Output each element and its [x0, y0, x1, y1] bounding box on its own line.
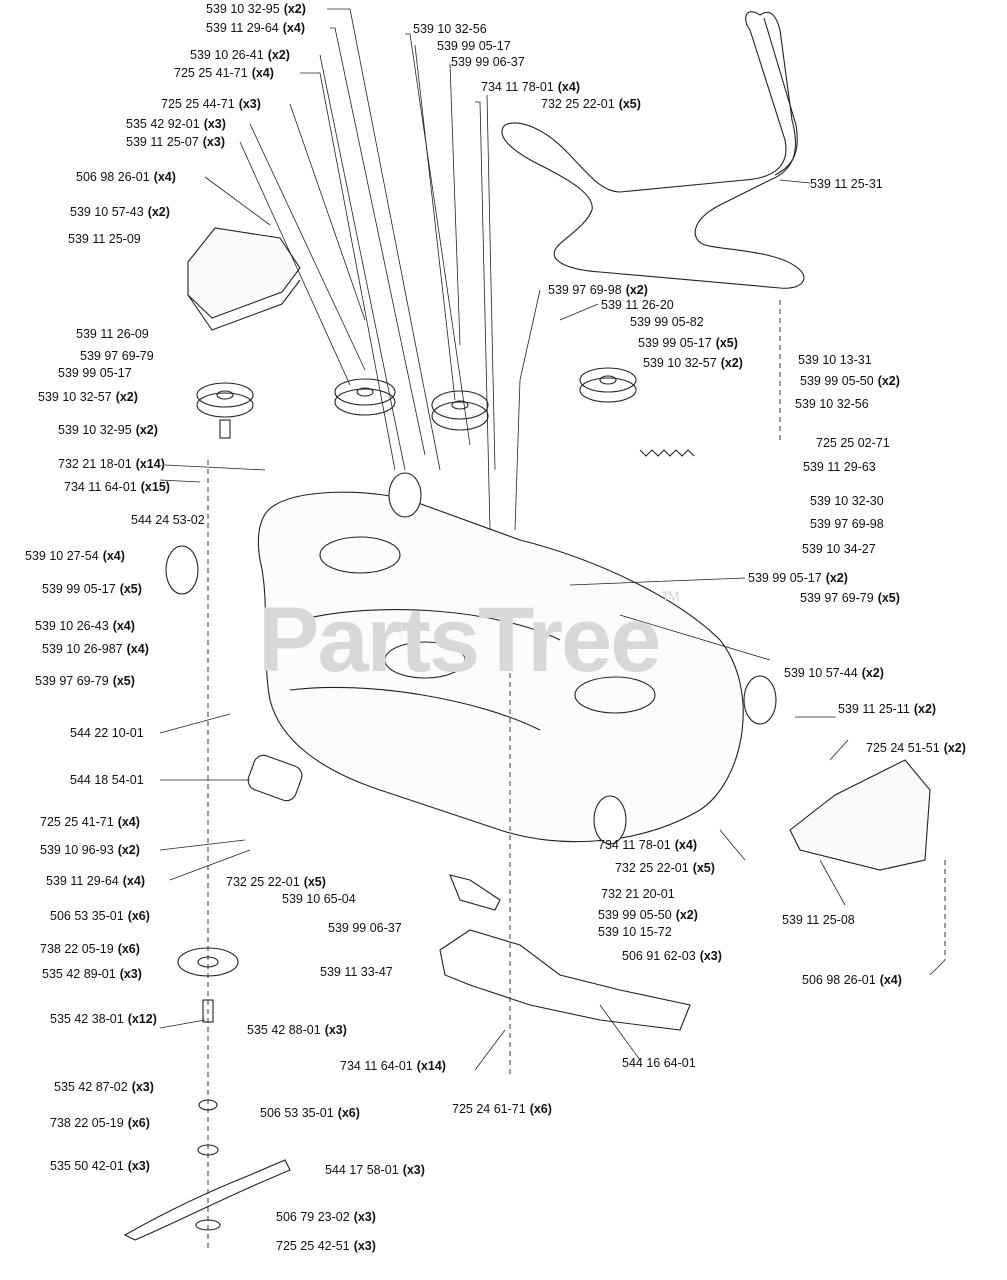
part-label: 539 10 65-04 — [282, 892, 356, 906]
part-label: 539 11 25-08 — [782, 913, 855, 927]
part-label: 539 99 05-50(x2) — [598, 908, 698, 922]
part-label: 725 25 41-71(x4) — [174, 66, 274, 80]
part-label: 506 98 26-01(x4) — [76, 170, 176, 184]
idler-pulley-left — [196, 382, 254, 408]
spindle-pulley-center — [431, 390, 489, 420]
part-label: 539 11 26-09 — [76, 327, 149, 341]
part-label: 539 10 32-57(x2) — [643, 356, 743, 370]
part-label: 539 10 15-72 — [598, 925, 672, 939]
part-label: 544 22 10-01 — [70, 726, 144, 740]
part-label: 539 11 29-63 — [803, 460, 876, 474]
part-label: 506 98 26-01(x4) — [802, 973, 902, 987]
part-label: 535 42 88-01(x3) — [247, 1023, 347, 1037]
part-label: 734 11 64-01(x15) — [64, 480, 170, 494]
part-label: 506 91 62-03(x3) — [622, 949, 722, 963]
part-label: 539 10 32-56 — [413, 22, 487, 36]
part-label: 539 10 13-31 — [798, 353, 872, 367]
part-label: 535 50 42-01(x3) — [50, 1159, 150, 1173]
part-label: 539 99 06-37 — [451, 55, 525, 69]
part-label: 539 10 32-30 — [810, 494, 884, 508]
part-label: 539 99 05-50(x2) — [800, 374, 900, 388]
part-label: 539 99 05-82 — [630, 315, 704, 329]
part-label: 539 99 05-17(x2) — [748, 571, 848, 585]
drive-belt — [501, 11, 805, 289]
part-label: 725 24 61-71(x6) — [452, 1102, 552, 1116]
part-label: 539 10 57-43(x2) — [70, 205, 170, 219]
part-label: 539 10 57-44(x2) — [784, 666, 884, 680]
part-label: 506 79 23-02(x3) — [276, 1210, 376, 1224]
part-label: 539 10 32-95(x2) — [206, 2, 306, 16]
part-label: 535 42 92-01(x3) — [126, 117, 226, 131]
part-label: 539 97 69-79(x5) — [800, 591, 900, 605]
part-label: 544 24 53-02 — [131, 513, 205, 527]
part-label: 544 18 54-01 — [70, 773, 144, 787]
part-label: 738 22 05-19(x6) — [50, 1116, 150, 1130]
part-label: 544 17 58-01(x3) — [325, 1163, 425, 1177]
part-label: 535 42 87-02(x3) — [54, 1080, 154, 1094]
part-label: 539 10 26-43(x4) — [35, 619, 135, 633]
part-label: 539 99 05-17 — [58, 366, 132, 380]
part-label: 539 11 33-47 — [320, 965, 393, 979]
part-label: 539 10 27-54(x4) — [25, 549, 125, 563]
pulley-cover-right — [789, 759, 931, 871]
tension-spring — [639, 449, 695, 457]
part-label: 544 16 64-01 — [622, 1056, 696, 1070]
part-label: 725 25 42-51(x3) — [276, 1239, 376, 1253]
part-label: 738 22 05-19(x6) — [40, 942, 140, 956]
part-label: 539 99 05-17 — [437, 39, 511, 53]
gauge-wheel-right — [593, 795, 627, 845]
part-label: 539 99 05-17(x5) — [638, 336, 738, 350]
part-label: 539 97 69-98(x2) — [548, 283, 648, 297]
part-label: 539 97 69-98 — [810, 517, 884, 531]
part-label: 734 11 78-01(x4) — [481, 80, 580, 94]
anti-scalp-roller — [247, 754, 303, 802]
mower-deck — [257, 491, 744, 843]
deck-baffle — [439, 929, 691, 1031]
part-label: 539 10 96-93(x2) — [40, 843, 140, 857]
part-label: 732 25 22-01(x5) — [226, 875, 326, 889]
part-label: 539 11 29-64(x4) — [206, 21, 305, 35]
part-label: 535 42 89-01(x3) — [42, 967, 142, 981]
part-label: 539 11 25-09 — [68, 232, 141, 246]
part-label: 539 97 69-79 — [80, 349, 154, 363]
part-label: 539 10 26-987(x4) — [42, 642, 149, 656]
part-label: 539 11 26-20 — [601, 298, 674, 312]
part-label: 539 11 25-31 — [810, 177, 883, 191]
pulley-cover-left — [187, 227, 301, 319]
part-label: 506 53 35-01(x6) — [50, 909, 150, 923]
spindle-pulley-left — [334, 378, 396, 406]
part-label: 539 10 26-41(x2) — [190, 48, 290, 62]
part-label: 732 21 20-01 — [601, 887, 675, 901]
idler-pulley-right — [579, 367, 637, 393]
part-label: 506 53 35-01(x6) — [260, 1106, 360, 1120]
part-label: 725 24 51-51(x2) — [866, 741, 966, 755]
part-label: 725 25 41-71(x4) — [40, 815, 140, 829]
part-label: 535 42 38-01(x12) — [50, 1012, 157, 1026]
part-label: 539 97 69-79(x5) — [35, 674, 135, 688]
part-label: 725 25 02-71 — [816, 436, 890, 450]
part-label: 539 11 25-11(x2) — [838, 702, 937, 716]
part-label: 539 10 32-57(x2) — [38, 390, 138, 404]
part-label: 732 25 22-01(x5) — [541, 97, 641, 111]
part-label: 732 25 22-01(x5) — [615, 861, 715, 875]
part-label: 734 11 78-01(x4) — [598, 838, 697, 852]
spindle-housing — [177, 947, 239, 977]
part-label: 732 21 18-01(x14) — [58, 457, 165, 471]
part-label: 725 25 44-71(x3) — [161, 97, 261, 111]
part-label: 539 99 06-37 — [328, 921, 402, 935]
part-label: 539 10 34-27 — [802, 542, 876, 556]
gauge-wheel-left — [165, 545, 199, 595]
part-label: 539 11 29-64(x4) — [46, 874, 145, 888]
part-label: 539 10 32-95(x2) — [58, 423, 158, 437]
part-label: 539 99 05-17(x5) — [42, 582, 142, 596]
part-label: 734 11 64-01(x14) — [340, 1059, 446, 1073]
part-label: 539 11 25-07(x3) — [126, 135, 225, 149]
part-label: 539 10 32-56 — [795, 397, 869, 411]
mower-blade — [123, 1159, 291, 1241]
